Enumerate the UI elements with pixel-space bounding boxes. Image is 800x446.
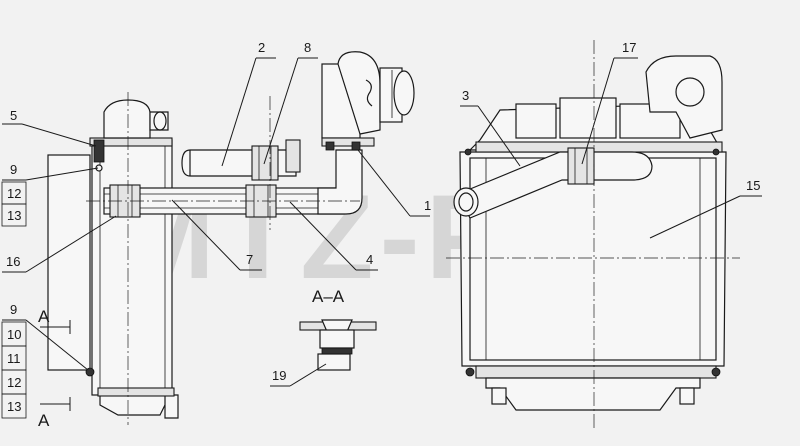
callout-11: 11 bbox=[7, 351, 21, 366]
pipe-3 bbox=[457, 151, 653, 219]
callout-13-bottom: 13 bbox=[7, 399, 21, 414]
callouts-left-top: 5 9 12 13 16 bbox=[1, 108, 117, 273]
turbocharger bbox=[321, 51, 415, 151]
hose-8 bbox=[251, 145, 279, 181]
callout-12-bottom: 12 bbox=[7, 375, 21, 390]
callout-3: 3 bbox=[462, 88, 469, 103]
bottom-outlet bbox=[99, 394, 173, 416]
callout-15: 15 bbox=[746, 178, 760, 193]
left-radiator-core bbox=[47, 154, 91, 371]
pipe-2 bbox=[181, 149, 297, 177]
right-view bbox=[446, 40, 740, 430]
section-title: A–A bbox=[312, 287, 345, 306]
callout-19: 19 bbox=[272, 368, 286, 383]
callout-12-top: 12 bbox=[7, 186, 21, 201]
callouts-left-bottom: 9 10 11 12 13 bbox=[1, 302, 89, 419]
section-markers: A A bbox=[38, 307, 71, 430]
callout-2: 2 bbox=[258, 40, 265, 55]
callout-10: 10 bbox=[7, 327, 21, 342]
hose-17 bbox=[567, 147, 595, 185]
callout-8: 8 bbox=[304, 40, 311, 55]
section-mark-top: A bbox=[38, 307, 50, 326]
top-tower bbox=[645, 55, 723, 139]
callouts-middle: 2 8 7 4 1 bbox=[171, 40, 431, 271]
callout-9-top: 9 bbox=[10, 162, 17, 177]
bottom-tank bbox=[485, 377, 701, 411]
callout-5: 5 bbox=[10, 108, 17, 123]
clamp-5 bbox=[93, 139, 105, 163]
left-vertical-tank bbox=[91, 139, 173, 396]
callout-1: 1 bbox=[424, 198, 431, 213]
callouts-right: 3 17 15 bbox=[460, 40, 762, 239]
callout-16: 16 bbox=[6, 254, 20, 269]
callout-9-bottom: 9 bbox=[10, 302, 17, 317]
callout-4: 4 bbox=[366, 252, 373, 267]
section-mark-bottom: A bbox=[38, 411, 50, 430]
filler-neck bbox=[103, 99, 151, 139]
callout-13-top: 13 bbox=[7, 208, 21, 223]
callout-7: 7 bbox=[246, 252, 253, 267]
callout-17: 17 bbox=[622, 40, 636, 55]
section-a-a-detail: A–A 19 bbox=[270, 287, 377, 387]
left-view bbox=[47, 51, 415, 425]
